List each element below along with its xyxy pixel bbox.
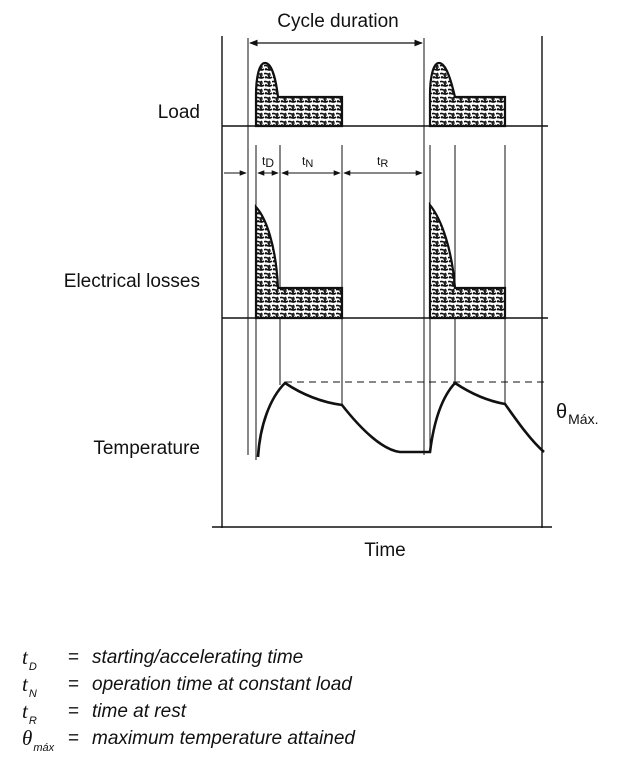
losses-profile-cycle-1 [254,204,344,320]
temperature-curve [256,381,545,458]
legend: tD = starting/accelerating time tN = ope… [22,644,582,754]
legend-description: maximum temperature attained [92,728,355,749]
electrical-losses-label: Electrical losses [64,271,200,292]
theta-max-label: θMáx. [556,401,598,427]
tr-label: tR [377,154,388,170]
legend-item-tr: tR = time at rest [22,698,582,727]
duty-cycle-diagram: Cycle duration Load tD tN tR Electrical … [64,11,599,561]
legend-item-tn: tN = operation time at constant load [22,671,582,700]
load-label: Load [158,102,200,123]
tn-label: tN [302,154,313,170]
legend-equals: = [68,647,80,668]
load-profile-cycle-2 [428,61,507,128]
temperature-label: Temperature [93,438,200,459]
legend-description: time at rest [92,701,186,722]
losses-profile-cycle-2 [428,201,507,320]
legend-equals: = [68,728,80,749]
legend-symbol: tR [22,699,37,727]
interval-markers [247,38,506,460]
legend-equals: = [68,701,80,722]
legend-description: operation time at constant load [92,674,352,695]
legend-item-theta-max: θmáx = maximum temperature attained [22,725,582,754]
cycle-duration-label: Cycle duration [277,11,398,32]
legend-item-td: tD = starting/accelerating time [22,644,582,673]
legend-equals: = [68,674,80,695]
td-label: tD [262,154,274,170]
legend-symbol: tN [22,672,37,700]
legend-symbol: tD [22,645,37,673]
legend-description: starting/accelerating time [92,647,304,668]
time-axis-label: Time [364,540,406,561]
legend-symbol: θmáx [22,726,55,754]
load-profile-cycle-1 [254,61,344,128]
